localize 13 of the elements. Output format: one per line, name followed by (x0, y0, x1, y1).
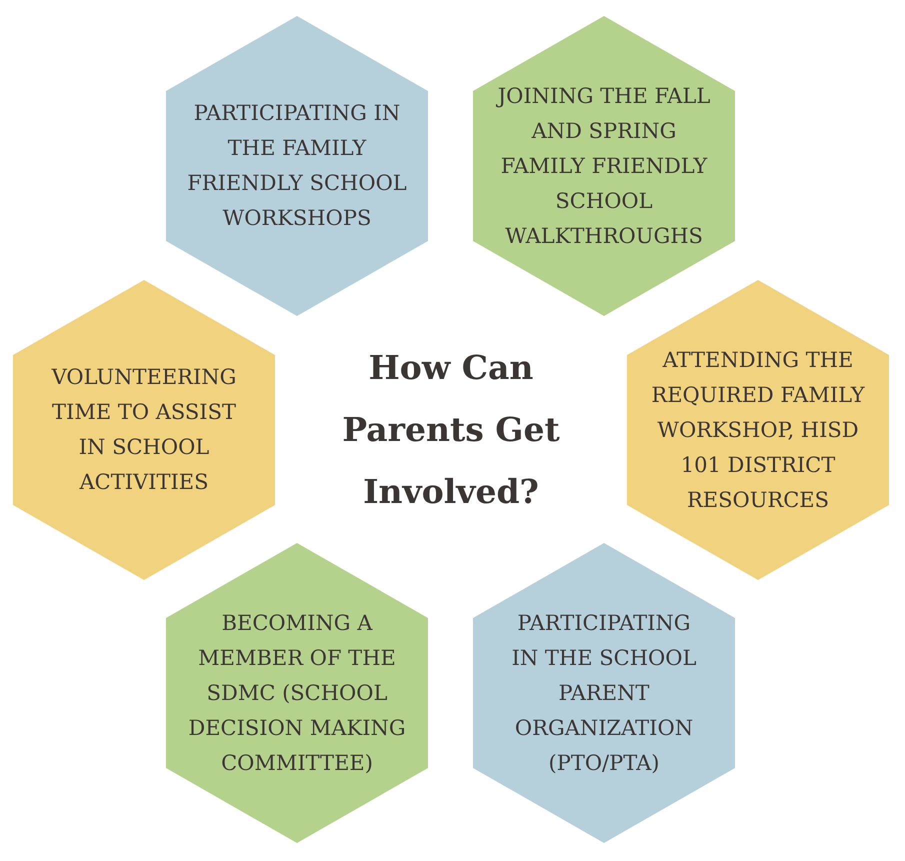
hexagon-text: JOINING THE FALL AND SPRING FAMILY FRIENDLY SCHOOL WALKTHROUGHS (495, 82, 712, 250)
hexagon-tile (627, 280, 889, 580)
hexagon-tile (473, 16, 735, 316)
hexagon-tile (473, 543, 735, 843)
hexagon-text: ATTENDING THE REQUIRED FAMILY WORKSHOP, HISD 101 DISTRICT RESOURCES (650, 346, 866, 514)
diagram-title: How Can Parents Get Involved? (341, 347, 561, 513)
hexagon-text: PARTICIPATING IN THE SCHOOL PARENT ORGANIZATION (PTO/PTA) (510, 610, 698, 776)
hexagon-tile (166, 16, 428, 316)
hexagon-tile (166, 543, 428, 843)
hexagon-tile (13, 280, 275, 580)
hexagon-text: PARTICIPATING IN THE FAMILY FRIENDLY SCHOOL WORKSHOPS (186, 100, 408, 232)
hexagon-text: BECOMING A MEMBER OF THE SDMC (SCHOOL DECISION MAKING COMMITTEE) (187, 610, 407, 776)
hexagon-text: VOLUNTEERING TIME TO ASSIST IN SCHOOL ACTIVITIES (50, 364, 238, 496)
